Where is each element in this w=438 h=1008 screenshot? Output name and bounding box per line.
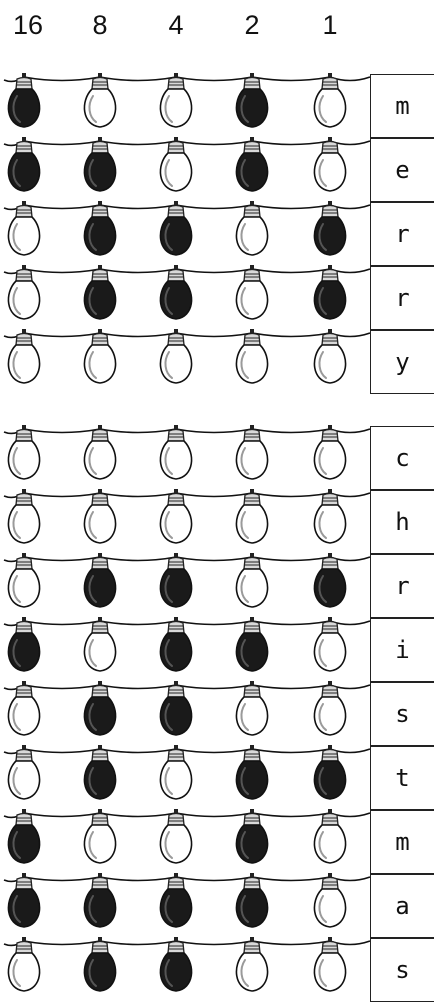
light-string-row [4,137,370,191]
bulb-unlit-icon [236,329,267,383]
wire-line [4,205,370,209]
letter-box: h [370,490,434,554]
bulb-unlit-icon [160,425,191,479]
letter-box: c [370,426,434,490]
letter-box: m [370,74,434,138]
bulb-lit-icon [84,745,115,799]
letter-box: m [370,810,434,874]
bulb-lit-icon [314,201,345,255]
bulb-unlit-icon [314,489,345,543]
bulb-unlit-icon [314,681,345,735]
wire-line [4,141,370,145]
bulb-lit-icon [160,937,191,991]
bulb-unlit-icon [314,873,345,927]
bulb-unlit-icon [84,425,115,479]
wire-line [4,333,370,337]
letter-box: a [370,874,434,938]
letter-box: r [370,266,434,330]
letter-box: s [370,938,434,1002]
wire-line [4,877,370,881]
wire-line [4,557,370,561]
bulb-lit-icon [160,681,191,735]
bulb-unlit-icon [84,489,115,543]
bulb-lit-icon [236,809,267,863]
light-string-row [4,73,370,127]
bulb-unlit-icon [236,681,267,735]
letter-box: t [370,746,434,810]
light-string-row [4,745,370,799]
light-string-row [4,201,370,255]
bulb-unlit-icon [236,201,267,255]
light-string-row [4,809,370,863]
letter-box: r [370,554,434,618]
light-string-row [4,873,370,927]
wire-line [4,269,370,273]
bulb-unlit-icon [314,425,345,479]
bulb-unlit-icon [314,137,345,191]
bulb-unlit-icon [236,553,267,607]
bulb-unlit-icon [236,489,267,543]
wire-line [4,77,370,81]
bulb-unlit-icon [236,937,267,991]
bulb-unlit-icon [160,137,191,191]
bulb-unlit-icon [314,809,345,863]
bulb-lit-icon [160,617,191,671]
bulb-unlit-icon [314,329,345,383]
letter-box: s [370,682,434,746]
light-string-row [4,265,370,319]
bulb-unlit-icon [314,73,345,127]
bulb-unlit-icon [314,937,345,991]
light-string-row [4,425,370,479]
letter-box: y [370,330,434,394]
bulb-lit-icon [236,137,267,191]
bulb-lit-icon [84,265,115,319]
bulb-unlit-icon [84,329,115,383]
bulb-unlit-icon [160,489,191,543]
bulb-unlit-icon [236,265,267,319]
bulb-lit-icon [314,553,345,607]
bulb-lit-icon [236,73,267,127]
bulb-lit-icon [84,681,115,735]
bulb-lit-icon [236,745,267,799]
bulb-lit-icon [84,873,115,927]
letter-box: e [370,138,434,202]
wire-line [4,493,370,497]
wire-line [4,621,370,625]
light-string-row [4,681,370,735]
wire-line [4,685,370,689]
light-string-row [4,617,370,671]
bulb-lit-icon [236,617,267,671]
wire-line [4,429,370,433]
bulb-lit-icon [84,937,115,991]
bulb-unlit-icon [84,617,115,671]
bulb-unlit-icon [84,809,115,863]
bulb-lit-icon [314,745,345,799]
bulb-lit-icon [84,201,115,255]
bulb-lit-icon [84,137,115,191]
light-string-row [4,937,370,991]
bulb-lit-icon [160,873,191,927]
wire-line [4,941,370,945]
bulb-lit-icon [314,265,345,319]
bulb-lit-icon [84,553,115,607]
bulb-unlit-icon [160,329,191,383]
light-string-row [4,553,370,607]
bulb-unlit-icon [160,73,191,127]
wire-line [4,813,370,817]
letter-box: i [370,618,434,682]
bulb-lit-icon [160,265,191,319]
bulb-unlit-icon [160,745,191,799]
bulb-lit-icon [160,553,191,607]
letter-box: r [370,202,434,266]
light-string-row [4,329,370,383]
bulb-unlit-icon [236,425,267,479]
light-string-row [4,489,370,543]
bulb-unlit-icon [160,809,191,863]
wire-line [4,749,370,753]
bulb-unlit-icon [314,617,345,671]
bulb-unlit-icon [84,73,115,127]
bulb-lit-icon [160,201,191,255]
bulb-lit-icon [236,873,267,927]
